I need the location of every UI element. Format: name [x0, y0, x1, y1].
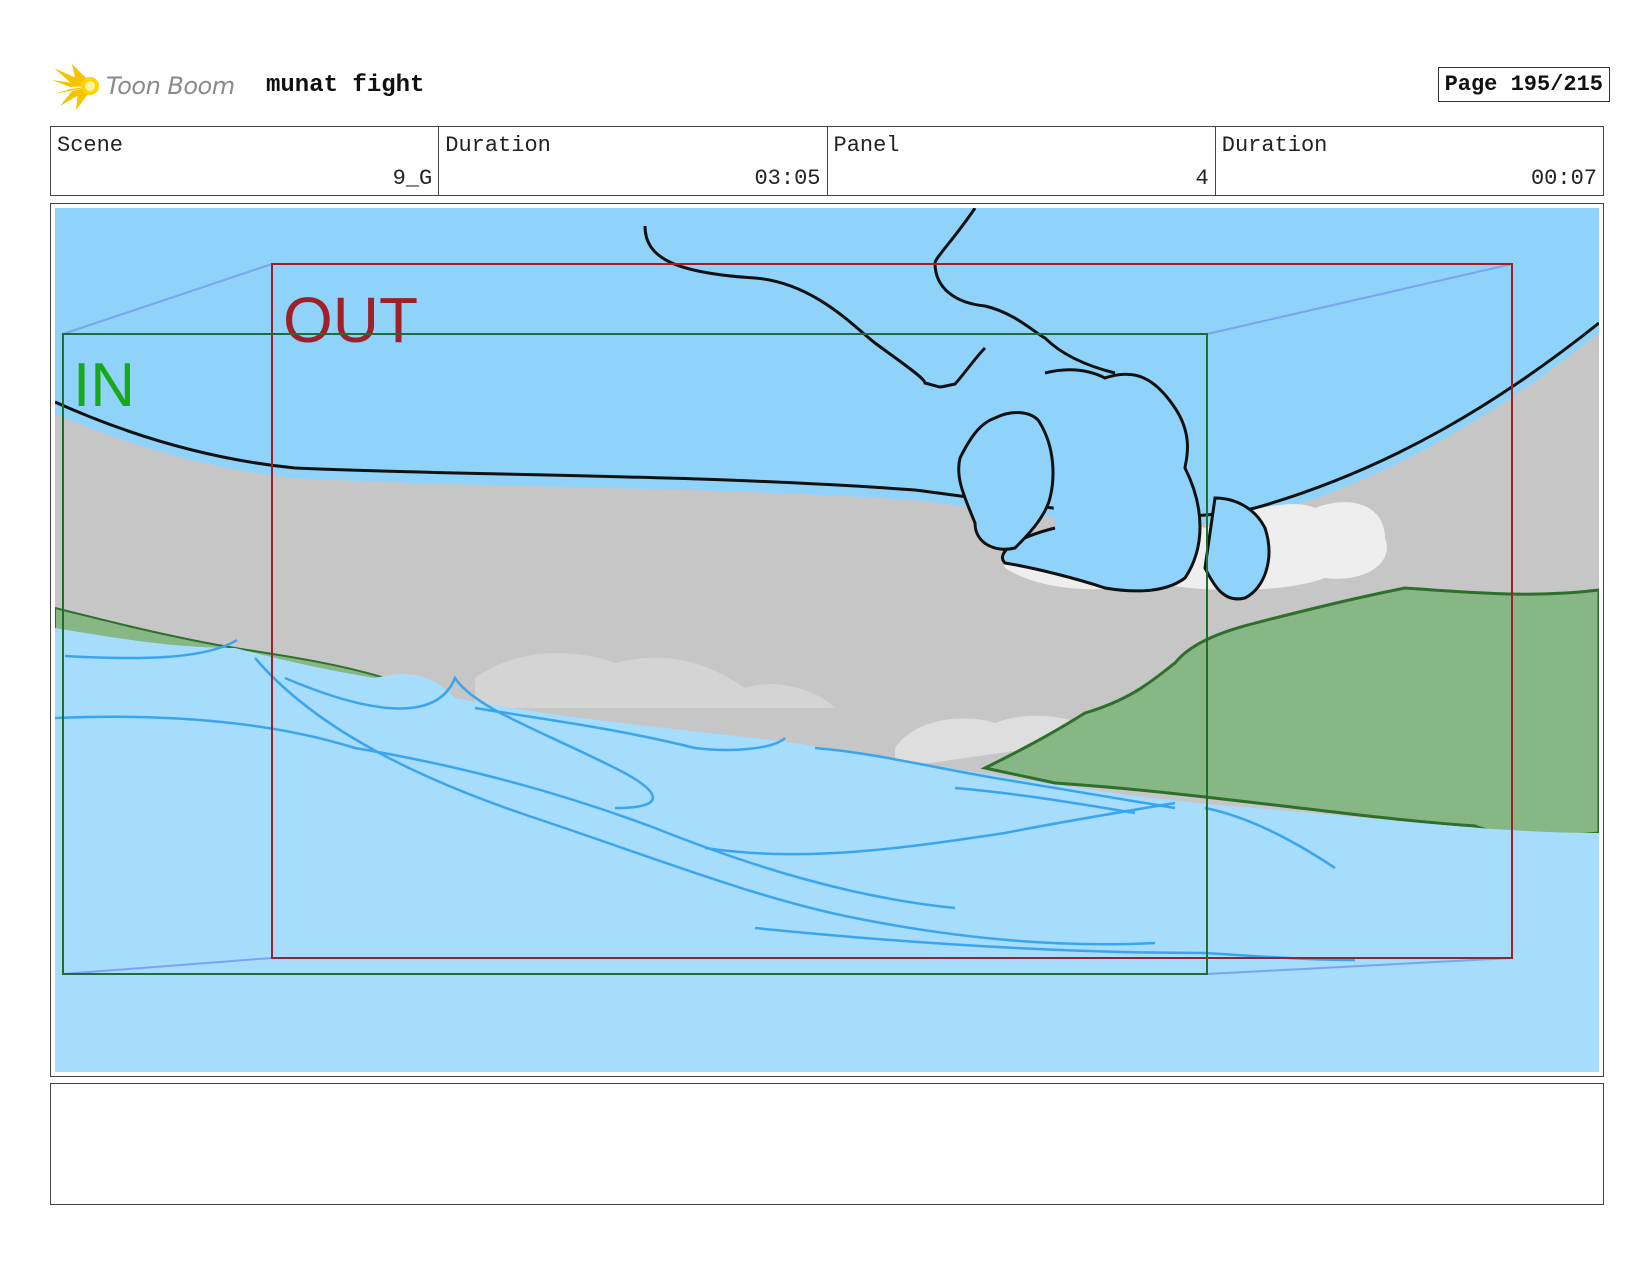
panel-drawing: OUT IN — [55, 208, 1599, 1072]
logo-text: Toon Boom — [106, 72, 235, 100]
scene-label: Scene — [57, 133, 124, 158]
storyboard-panel: OUT IN — [50, 203, 1604, 1077]
cloud-shape — [895, 715, 1105, 768]
panel-duration-value: 00:07 — [1530, 166, 1597, 191]
scene-value: 9_G — [392, 166, 433, 191]
panel-duration-cell: Duration 00:07 — [1216, 127, 1603, 195]
scene-cell: Scene 9_G — [51, 127, 440, 195]
panel-notes — [50, 1083, 1604, 1205]
out-frame-label: OUT — [283, 284, 418, 356]
page-number: Page 195/215 — [1437, 67, 1610, 102]
wave-lines — [55, 638, 1356, 962]
panel-duration-label: Duration — [1221, 133, 1328, 158]
cloud-shape — [475, 653, 835, 708]
scene-info-table: Scene 9_G Duration 03:05 Panel 4 Duratio… — [50, 126, 1604, 196]
scene-duration-value: 03:05 — [754, 166, 821, 191]
in-frame — [62, 333, 1208, 975]
in-frame-label: IN — [73, 351, 135, 420]
panel-label: Panel — [833, 133, 900, 158]
scene-duration-cell: Duration 03:05 — [439, 127, 828, 195]
horizon-line — [55, 321, 1599, 518]
starburst-icon — [52, 64, 99, 110]
panel-value: 4 — [1195, 166, 1209, 191]
page-header: Toon Boom munat fight Page 195/215 — [50, 58, 1610, 114]
creature-hand — [643, 208, 1271, 601]
scene-duration-label: Duration — [445, 133, 551, 158]
grass-area — [980, 586, 1599, 838]
panel-cell: Panel 4 — [828, 127, 1216, 195]
project-title: munat fight — [266, 72, 425, 99]
water-area — [55, 628, 1599, 1072]
out-frame — [271, 263, 1513, 959]
toon-boom-logo: Toon Boom — [50, 58, 235, 114]
camera-move-arrows — [62, 263, 1513, 975]
panel-artwork: OUT IN — [55, 208, 1599, 1072]
